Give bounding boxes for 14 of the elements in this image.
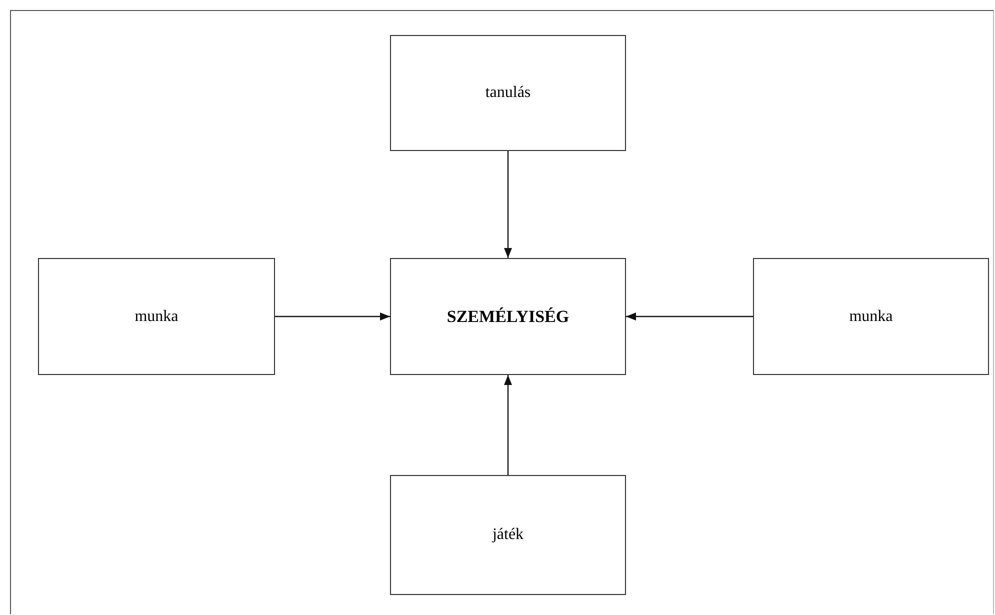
arrow	[626, 312, 753, 320]
arrow	[275, 312, 390, 320]
arrow	[504, 151, 512, 258]
process-box	[38, 258, 275, 375]
box-label: munka	[849, 306, 893, 326]
box-label: munka	[134, 306, 178, 326]
process-box	[753, 258, 989, 375]
box-label: játék	[492, 525, 524, 545]
box-label: tanulás	[485, 83, 531, 103]
arrow	[504, 375, 512, 475]
process-box	[390, 475, 626, 595]
process-box	[390, 258, 626, 375]
box-label: SZEMÉLYISÉG	[446, 306, 570, 328]
process-box	[390, 35, 626, 151]
